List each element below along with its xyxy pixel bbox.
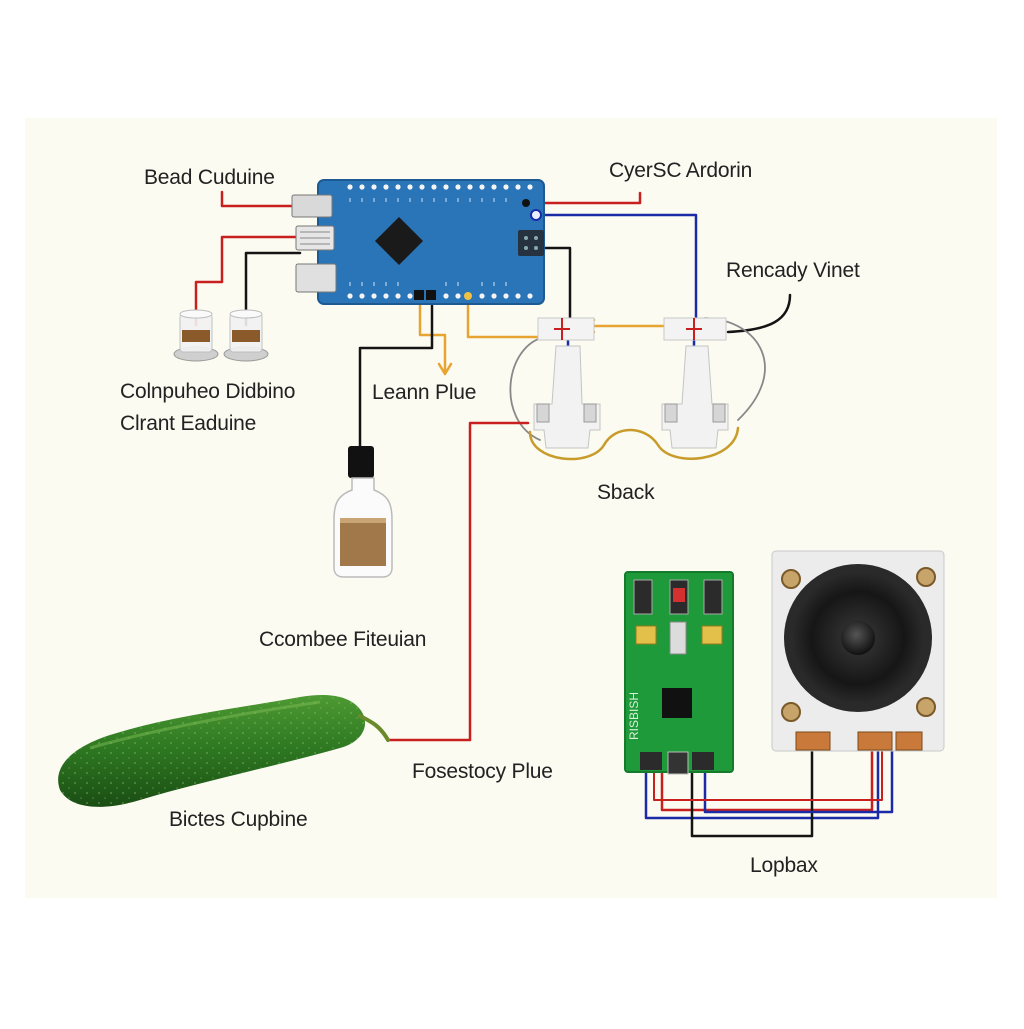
small-ic [518, 230, 544, 256]
wire-red-cucumber [386, 421, 530, 742]
arrowhead-down [437, 362, 453, 376]
wire-blue-amp-1 [644, 748, 880, 820]
label-leann-plue: Leann Plue [372, 381, 477, 404]
wire-red-usb [220, 190, 302, 208]
sensor-cup-icon [173, 309, 219, 362]
header-pins-top [347, 184, 533, 190]
label-sback: Sback [597, 481, 655, 504]
wire-gold-servo-loop [528, 426, 740, 461]
board-silkscreen: RISBISH [627, 692, 641, 740]
label-colnpuheo-line1: Colnpuheo Didbino [120, 380, 296, 403]
label-bead-cuduine: Bead Cuduine [144, 166, 275, 189]
wire-red-top-right [526, 191, 642, 205]
wire-blue-servo-right [538, 213, 698, 327]
speaker-icon [771, 550, 945, 752]
sensor-cup-icon-2 [223, 309, 269, 362]
servo-icon [533, 317, 601, 449]
header-pins-bottom [347, 293, 533, 299]
usb-connector [291, 194, 333, 218]
wire-orange-board-servo [466, 296, 547, 339]
microcontroller-board-icon [291, 179, 545, 305]
wire-red-cup-left [194, 235, 302, 327]
cucumber-icon [58, 694, 390, 807]
wire-black-cup-right [244, 251, 302, 327]
label-rencady-vinet: Rencady Vinet [726, 259, 860, 282]
wire-black-bottle [358, 296, 434, 450]
label-bictes-cupbine: Bictes Cupbine [169, 808, 308, 831]
power-jack [295, 263, 337, 293]
wire-red-amp-2 [653, 749, 883, 801]
label-ccombee-fiteuian: Ccombee Fiteuian [259, 628, 427, 651]
label-cyersc-ardorin: CyerSC Ardorin [609, 159, 753, 182]
wire-black-rencady [726, 293, 792, 334]
wire-gray-loop [509, 336, 546, 441]
servo-icon-2 [661, 317, 729, 449]
wire-blue-amp-2 [703, 748, 894, 814]
label-colnpuheo-line2: Clrant Eaduine [120, 412, 257, 435]
label-fosestocy-plue: Fosestocy Plue [412, 760, 553, 783]
label-lopbax: Lopbax [750, 854, 818, 877]
mcu-chip [374, 216, 424, 266]
amplifier-board-icon: RISBISH [624, 571, 734, 775]
wire-black-amp [690, 748, 814, 838]
wire-red-amp-1 [660, 748, 874, 812]
vial-bottle-icon [333, 446, 393, 578]
